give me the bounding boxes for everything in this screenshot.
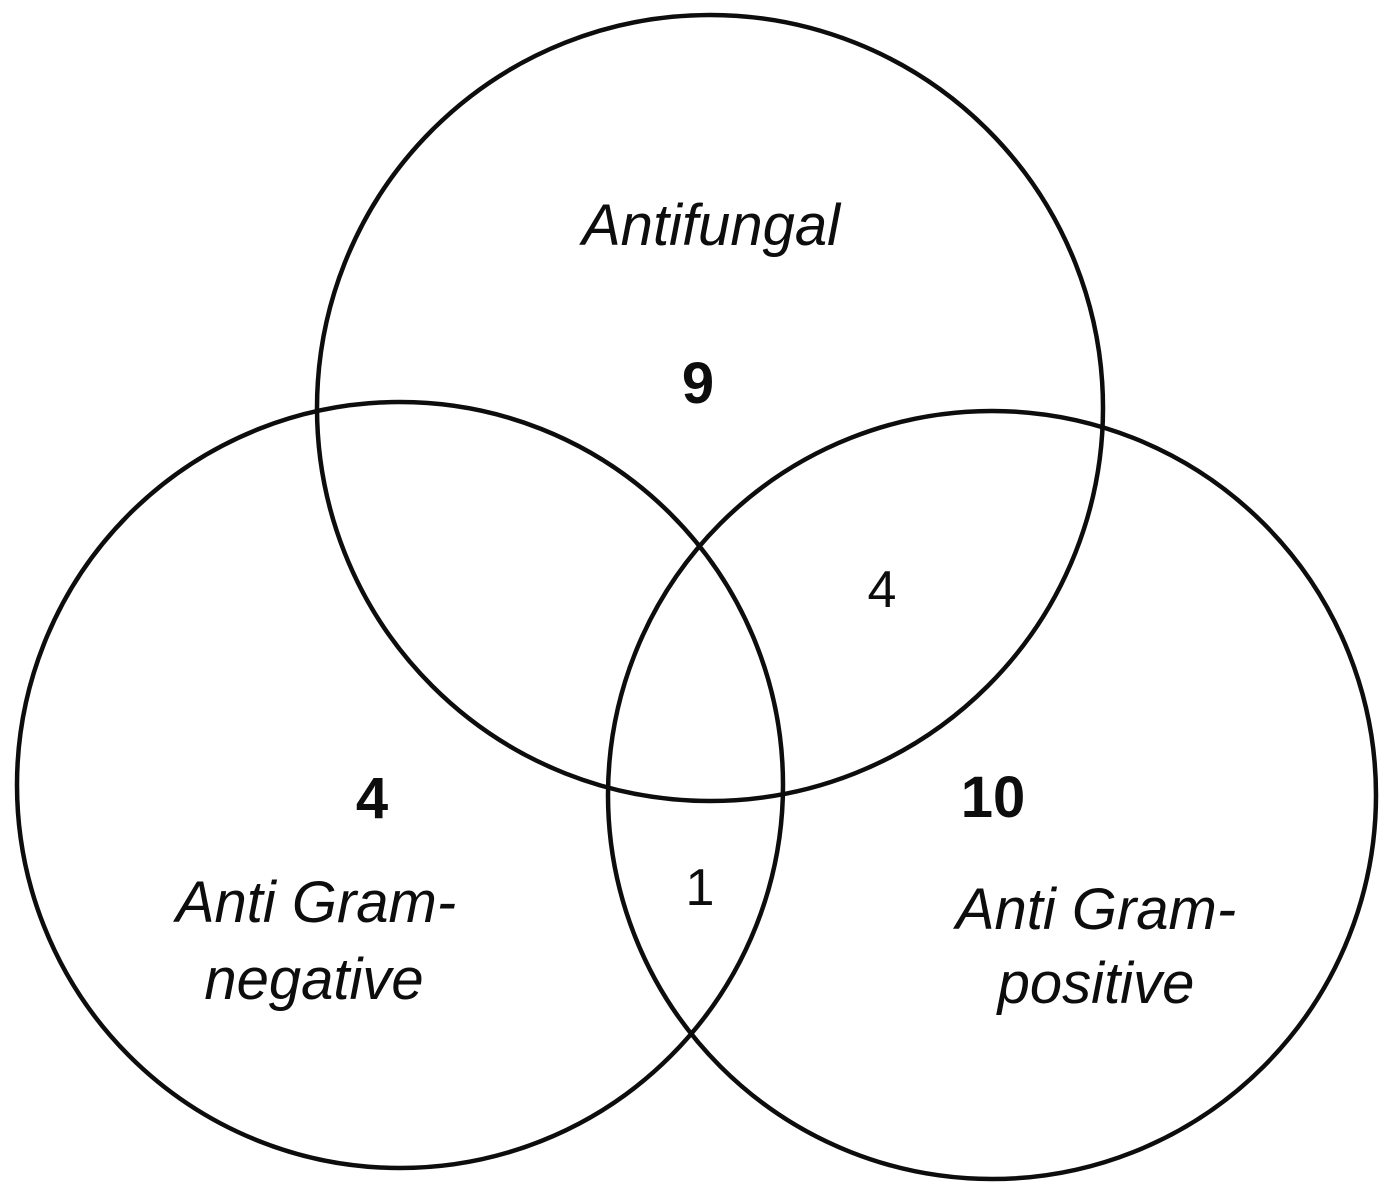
anti-gram-positive-circle: [605, 408, 1379, 1182]
antifungal-count: 9: [682, 351, 714, 416]
anti-gram-positive-count: 10: [961, 765, 1026, 830]
anti-gram-positive-label-line2: positive: [996, 951, 1195, 1016]
anti-gram-negative-circle: [14, 399, 786, 1171]
anti-gram-negative-count: 4: [356, 766, 388, 831]
antifungal-circle: [314, 12, 1106, 804]
antifungal-antigrampositive-overlap-count: 4: [868, 561, 897, 619]
anti-gram-positive-label-line1: Anti Gram-: [953, 877, 1236, 942]
anti-gram-negative-label-line2: negative: [204, 947, 423, 1012]
anti-gram-negative-label-line1: Anti Gram-: [173, 870, 456, 935]
antifungal-label: Antifungal: [579, 193, 842, 258]
antigramnegative-antigrampositive-overlap-count: 1: [686, 859, 715, 917]
